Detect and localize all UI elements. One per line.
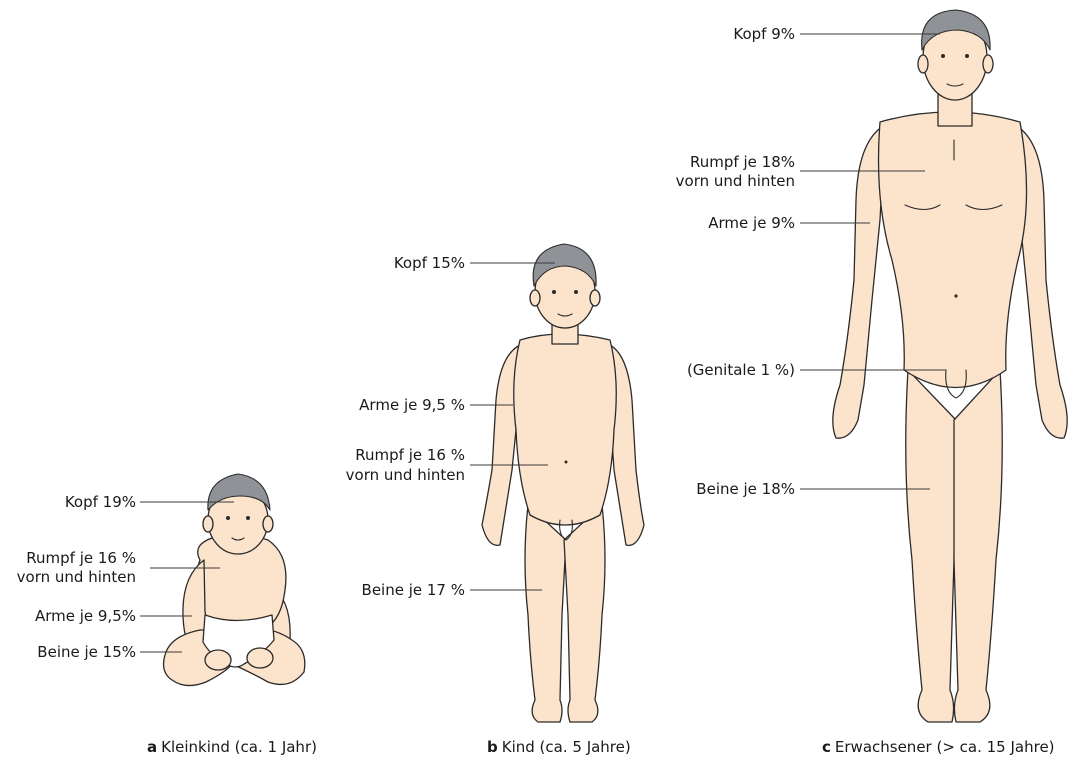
label-rumpf-a-line1: Rumpf je 16 % [26,549,136,568]
label-rumpf-b-line2: vorn und hinten [346,466,465,485]
caption-c-text: Erwachsener (> ca. 15 Jahre) [835,738,1055,756]
label-genitale-c: (Genitale 1 %) [687,361,795,380]
caption-a-letter: a [147,738,157,756]
label-kopf-a: Kopf 19% [65,493,136,512]
caption-b-letter: b [487,738,498,756]
label-arme-a: Arme je 9,5% [35,607,136,626]
toddler-figure [164,474,305,686]
label-rumpf-a-line2: vorn und hinten [17,568,136,587]
caption-b-text: Kind (ca. 5 Jahre) [502,738,631,756]
label-arme-b: Arme je 9,5 % [359,396,465,415]
label-rumpf-c-line1: Rumpf je 18% [690,153,795,172]
label-arme-c: Arme je 9% [708,214,795,233]
label-rumpf-b-line1: Rumpf je 16 % [355,446,465,465]
caption-c-letter: c [822,738,831,756]
label-beine-b: Beine je 17 % [362,581,465,600]
label-rumpf-c-line2: vorn und hinten [676,172,795,191]
child-figure [482,244,644,722]
caption-a-text: Kleinkind (ca. 1 Jahr) [161,738,317,756]
label-beine-a: Beine je 15% [37,643,136,662]
adult-figure [833,10,1067,722]
label-beine-c: Beine je 18% [696,480,795,499]
label-kopf-c: Kopf 9% [733,25,795,44]
label-kopf-b: Kopf 15% [394,254,465,273]
